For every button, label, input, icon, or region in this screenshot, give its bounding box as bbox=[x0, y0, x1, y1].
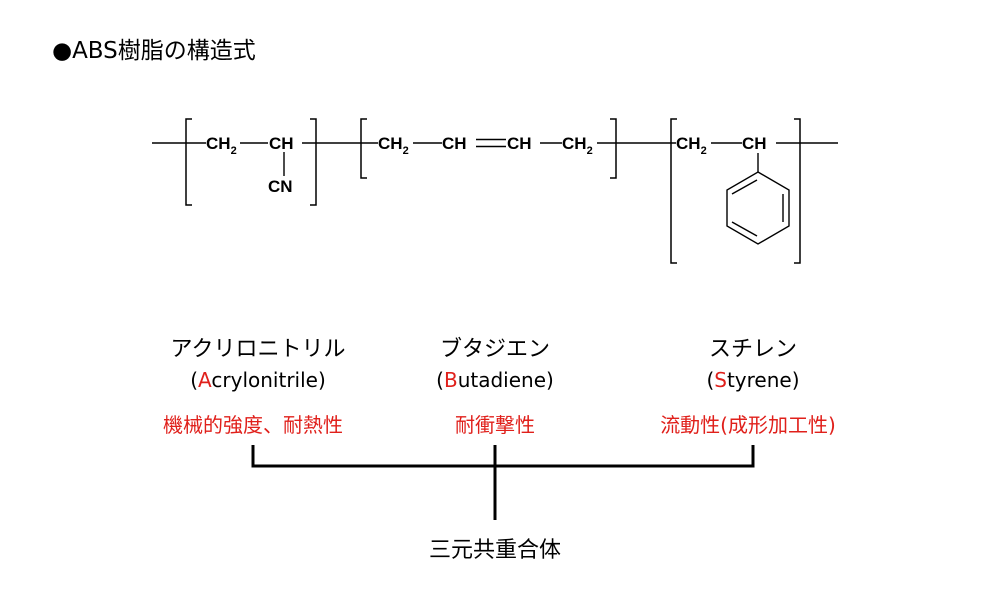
monomer-a-property: 機械的強度、耐熱性 bbox=[163, 413, 343, 437]
st-ch2-label: CH2 bbox=[676, 134, 707, 157]
combine-bracket bbox=[251, 445, 755, 468]
bracket-st-left bbox=[670, 118, 677, 264]
monomer-a-en-name: (Acrylonitrile) bbox=[190, 368, 326, 392]
monomer-b-property: 耐衝撃性 bbox=[455, 413, 535, 437]
monomer-b-jp-name: ブタジエン bbox=[440, 337, 550, 362]
monomer-c-property: 流動性(成形加工性) bbox=[660, 413, 836, 437]
bracket-bd-left bbox=[360, 118, 367, 179]
monomer-c-en-name: (Styrene) bbox=[706, 368, 799, 392]
bd-ch-2-label: CH bbox=[507, 134, 532, 153]
monomer-a-jp-name: アクリロニトリル bbox=[171, 337, 346, 362]
bracket-acn-left bbox=[185, 118, 192, 206]
monomer-b-en-name: (Butadiene) bbox=[436, 368, 554, 392]
bd-ch-1-label: CH bbox=[442, 134, 467, 153]
acn-ch-label: CH bbox=[269, 134, 294, 153]
benzene-inner-bond-1 bbox=[731, 179, 758, 195]
benzene-inner-bond-3 bbox=[731, 221, 758, 237]
bd-ch2-right-label: CH2 bbox=[562, 134, 593, 157]
monomer-c-jp-name: スチレン bbox=[709, 337, 797, 362]
page-title: ●ABS樹脂の構造式 bbox=[52, 38, 256, 64]
bracket-acn-right bbox=[310, 118, 317, 206]
acn-cn-label: CN bbox=[268, 177, 293, 196]
bracket-st-right bbox=[794, 118, 801, 264]
copolymer-label: 三元共重合体 bbox=[429, 538, 561, 563]
benzene-ring-icon bbox=[726, 171, 790, 245]
acn-ch2-label: CH2 bbox=[206, 134, 237, 157]
st-ch-label: CH bbox=[742, 134, 767, 153]
bracket-bd-right bbox=[610, 118, 617, 179]
bd-ch2-left-label: CH2 bbox=[378, 134, 409, 157]
